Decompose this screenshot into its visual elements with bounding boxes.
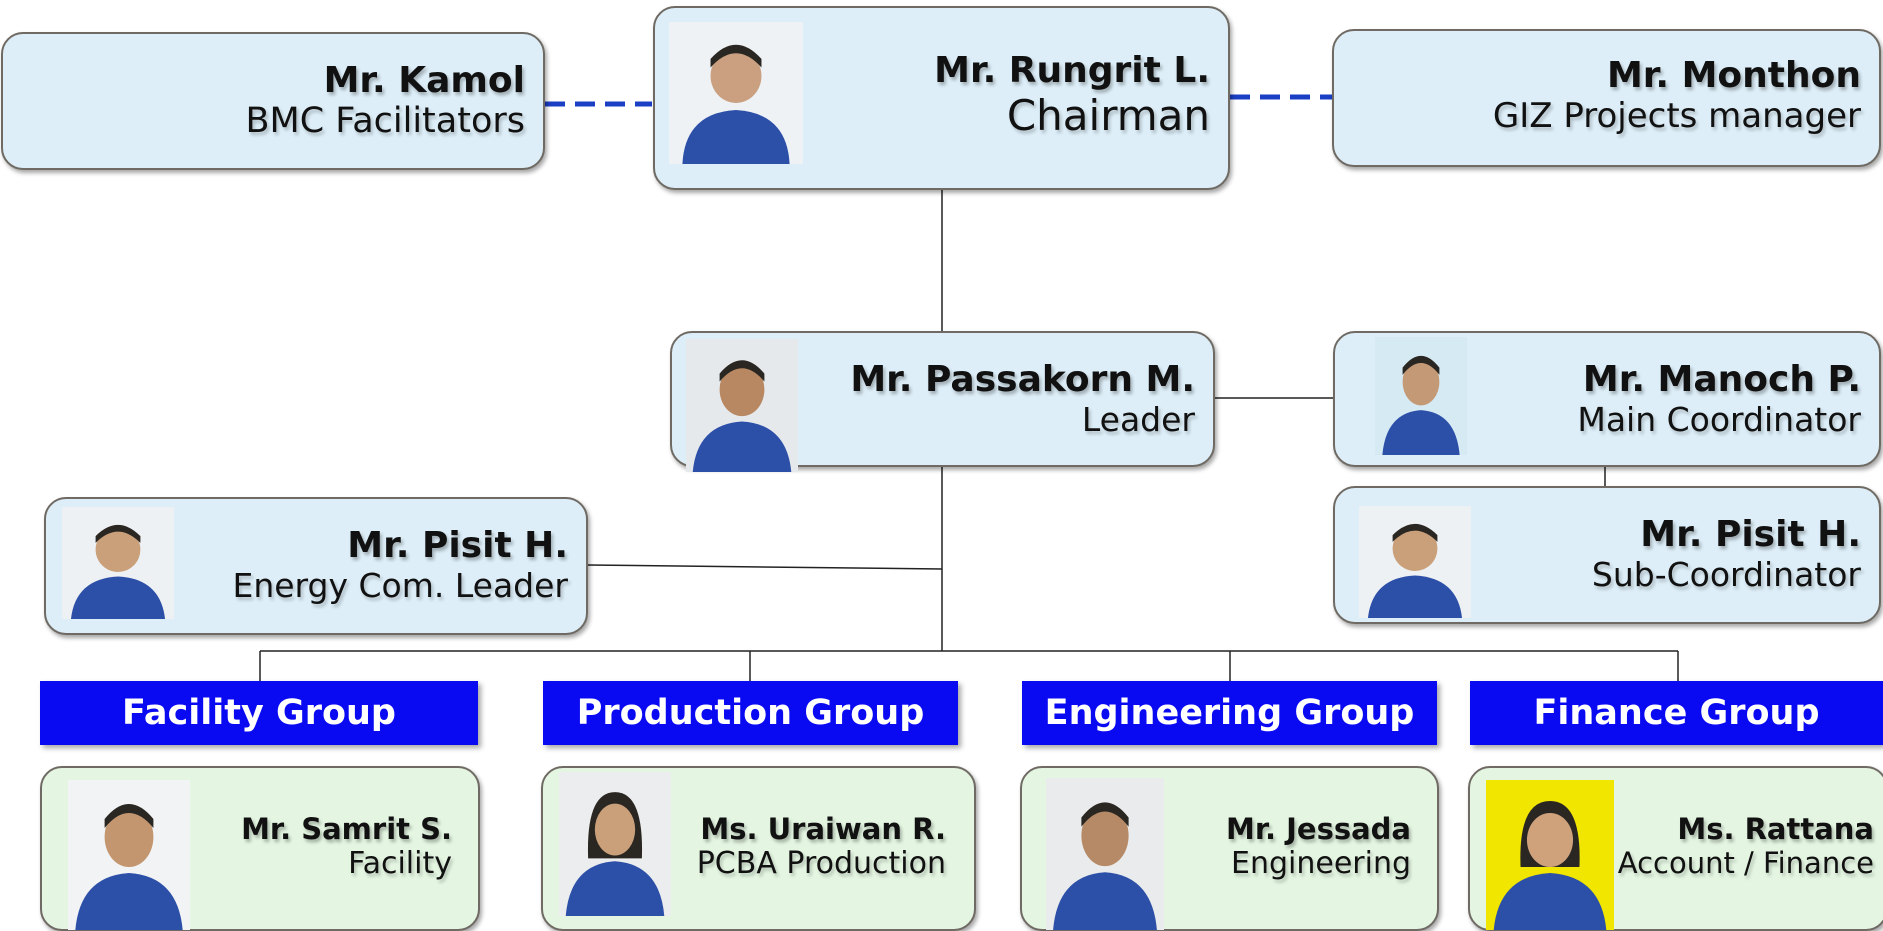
person-photo: [68, 780, 190, 930]
person-photo: [1375, 337, 1467, 455]
person-name: Mr. Samrit S.: [241, 812, 452, 846]
person-photo: [1046, 778, 1164, 930]
person-photo: [1359, 506, 1471, 618]
group-header-finance: Finance Group: [1470, 681, 1883, 745]
advisor-box-kamol: Mr. Kamol BMC Facilitators: [1, 32, 545, 170]
chairman-box: Mr. Rungrit L. Chairman: [653, 6, 1230, 190]
person-name: Mr. Monthon: [1606, 55, 1861, 96]
person-role: Leader: [1081, 400, 1195, 439]
person-role: Chairman: [1006, 91, 1210, 140]
leader-box: Mr. Passakorn M. Leader: [670, 331, 1215, 472]
person-photo: [1486, 780, 1614, 930]
person-role: Energy Com. Leader: [232, 566, 568, 605]
person-role: Engineering: [1231, 846, 1411, 881]
member-box-engineering: Mr. Jessada Engineering: [1020, 766, 1439, 931]
person-name: Mr. Kamol: [323, 60, 525, 101]
person-role: GIZ Projects manager: [1492, 96, 1861, 136]
person-name: Ms. Uraiwan R.: [700, 812, 946, 846]
person-name: Mr. Pisit H.: [347, 525, 568, 566]
member-box-production: Ms. Uraiwan R. PCBA Production: [541, 766, 976, 931]
main-coordinator-box: Mr. Manoch P. Main Coordinator: [1333, 331, 1881, 467]
person-role: BMC Facilitators: [245, 101, 526, 141]
person-name: Mr. Rungrit L.: [934, 50, 1210, 91]
person-name: Ms. Rattana: [1677, 812, 1874, 846]
person-role: Account / Finance: [1617, 846, 1874, 880]
person-name: Mr. Manoch P.: [1582, 359, 1861, 400]
person-role: Main Coordinator: [1577, 400, 1861, 439]
person-role: Facility: [348, 846, 452, 881]
person-role: Sub-Coordinator: [1591, 555, 1861, 594]
person-role: PCBA Production: [696, 846, 946, 881]
member-box-facility: Mr. Samrit S. Facility: [40, 766, 480, 931]
person-name: Mr. Pisit H.: [1640, 514, 1861, 555]
energy-leader-line: [587, 564, 943, 570]
group-header-production: Production Group: [543, 681, 958, 745]
person-photo: [559, 772, 671, 916]
member-box-finance: Ms. Rattana Account / Finance: [1468, 766, 1883, 931]
person-name: Mr. Passakorn M.: [850, 359, 1195, 400]
advisor-box-monthon: Mr. Monthon GIZ Projects manager: [1332, 29, 1881, 167]
person-photo: [669, 22, 803, 164]
sub-coordinator-box: Mr. Pisit H. Sub-Coordinator: [1333, 486, 1881, 624]
group-header-engineering: Engineering Group: [1022, 681, 1437, 745]
person-name: Mr. Jessada: [1225, 812, 1411, 846]
person-photo: [686, 339, 798, 472]
energy-leader-box: Mr. Pisit H. Energy Com. Leader: [44, 497, 588, 635]
group-header-facility: Facility Group: [40, 681, 478, 745]
person-photo: [62, 507, 174, 619]
